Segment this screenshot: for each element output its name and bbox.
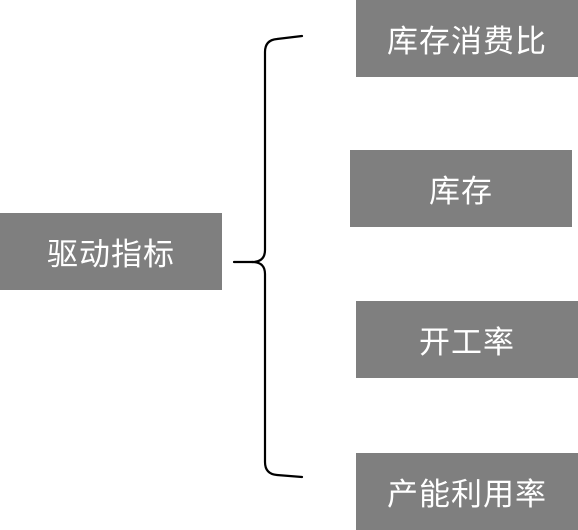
root-node-label: 驱动指标 — [47, 237, 175, 273]
child-node-label: 库存消费比 — [387, 24, 547, 60]
child-node-inventory-consumption-ratio: 库存消费比 — [356, 0, 578, 77]
child-node-capacity-utilization: 产能利用率 — [356, 453, 578, 530]
child-node-operating-rate: 开工率 — [356, 301, 578, 378]
root-node-driver-indicators: 驱动指标 — [0, 213, 222, 290]
child-node-inventory: 库存 — [350, 150, 572, 227]
child-node-label: 产能利用率 — [387, 477, 547, 513]
child-node-label: 库存 — [429, 174, 493, 210]
child-node-label: 开工率 — [419, 325, 515, 361]
